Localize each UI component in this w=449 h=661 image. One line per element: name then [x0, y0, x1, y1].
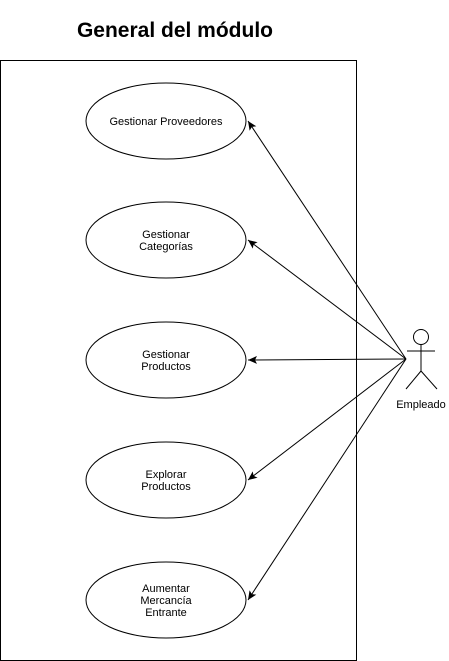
use-case-label: Gestionar Proveedores [109, 116, 223, 128]
use-case-label: Gestionar [142, 349, 190, 361]
association-arrow-gestionar-productos [247, 355, 407, 364]
use-case-ellipse [85, 82, 247, 160]
use-case-label: Explorar [146, 469, 187, 481]
associations [247, 120, 407, 601]
use-case-label: Productos [141, 361, 191, 373]
use-case-label: Categorías [139, 241, 193, 253]
use-case-label: Aumentar [142, 583, 190, 595]
association-arrow-gestionar-categorias [247, 239, 407, 360]
actor-label: Empleado [396, 399, 446, 411]
use-cases: Gestionar ProveedoresGestionarCategorías… [85, 82, 247, 639]
association-arrow-aumentar-mercancia-entrante [247, 358, 407, 601]
association-arrow-gestionar-proveedores [247, 120, 407, 360]
actor-empleado[interactable]: Empleado [396, 329, 446, 412]
association-arrow-explorar-productos [247, 358, 407, 481]
use-case-ellipse [85, 201, 247, 279]
use-case-label: Gestionar [142, 229, 190, 241]
use-case-label: Mercancía [140, 595, 192, 607]
use-case-ellipse [85, 321, 247, 399]
stick-figure-icon [405, 329, 438, 390]
use-case-ellipse [85, 561, 247, 639]
diagram-title: General del módulo [77, 19, 273, 42]
use-case-label: Productos [141, 481, 191, 493]
use-case-ellipse [85, 441, 247, 519]
use-case-gestionar-proveedores[interactable]: Gestionar Proveedores [85, 82, 247, 160]
use-case-label: Entrante [145, 607, 187, 619]
